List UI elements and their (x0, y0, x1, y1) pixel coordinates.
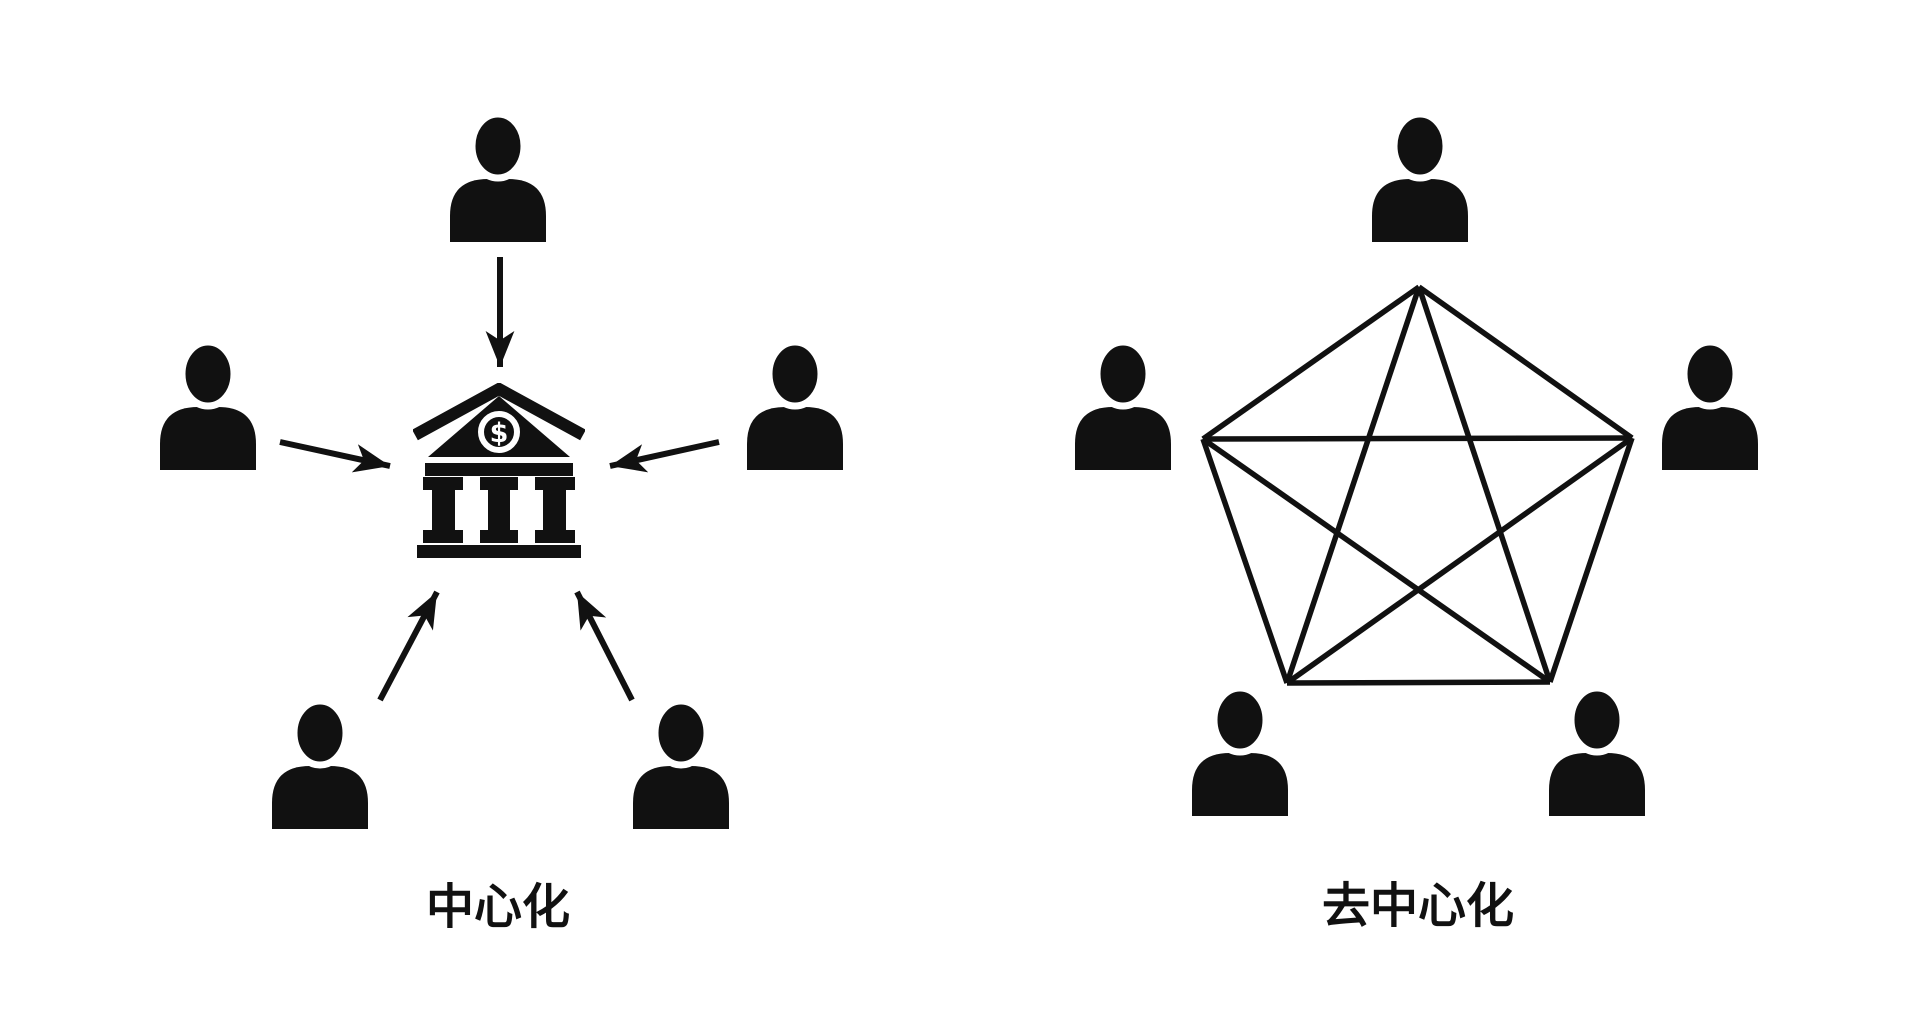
user-icon (1549, 684, 1645, 816)
dollar-sign-icon: $ (490, 418, 509, 449)
dollar-emblem-ring (478, 411, 520, 453)
user-icon (1192, 684, 1288, 816)
mesh-edge (1547, 437, 1635, 683)
mesh-edge (1417, 284, 1634, 441)
bank-icon: $ (413, 383, 585, 558)
user-icon (747, 338, 843, 470)
bank-entablature (425, 463, 573, 476)
mesh-edge (1284, 286, 1422, 684)
bank-pediment (428, 396, 570, 457)
mesh-edge (1201, 284, 1421, 442)
user-icon (272, 697, 368, 829)
mesh-edge (1286, 679, 1551, 686)
arrow-bottomright-to-bank (574, 590, 635, 702)
user-icon (633, 697, 729, 829)
user-icon (1372, 110, 1468, 242)
user-icon (1662, 338, 1758, 470)
mesh-edge (1202, 435, 1633, 442)
bank-roof (413, 383, 585, 441)
decentralized-label: 去中心化 (1321, 878, 1515, 934)
arrow-right-to-bank (609, 439, 720, 473)
mesh-edge (1200, 438, 1290, 684)
bank-base (417, 545, 581, 558)
mesh-edge (1201, 436, 1552, 685)
user-icon (450, 110, 546, 242)
arrow-bottomleft-to-bank (377, 590, 440, 702)
arrow-left-to-bank (279, 439, 391, 473)
user-icon (1075, 338, 1171, 470)
centralized-label: 中心化 (425, 879, 571, 935)
mesh-edge (1285, 435, 1634, 686)
mesh-edge (1416, 286, 1553, 683)
user-icon (160, 338, 256, 470)
